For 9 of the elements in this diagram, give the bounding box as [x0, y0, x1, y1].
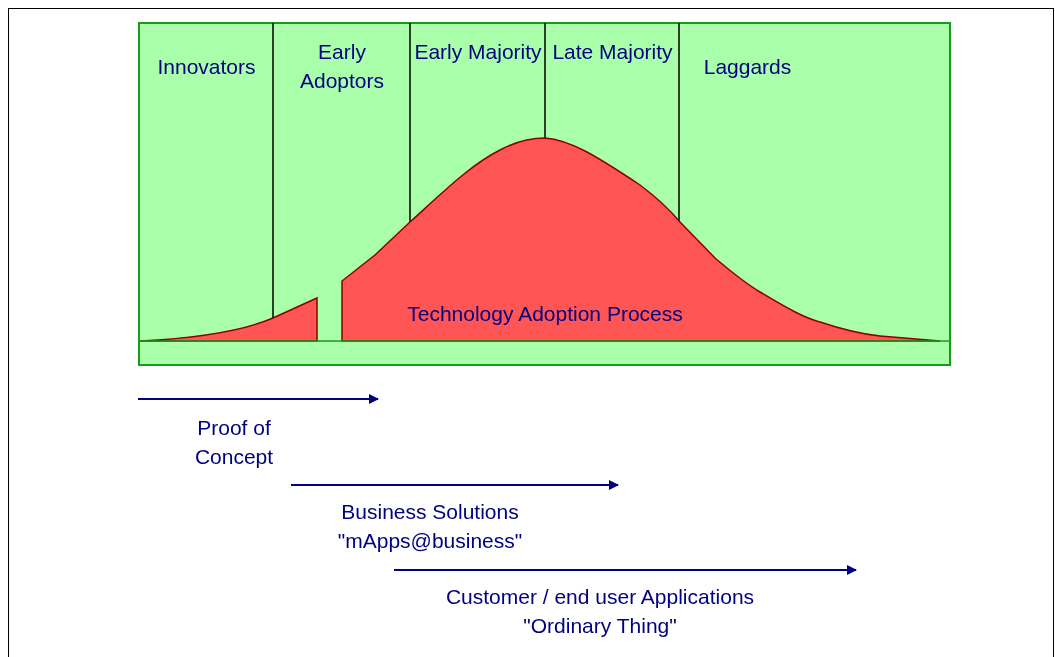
phase-label: Business Solutions "mApps@business": [336, 499, 524, 554]
segment-label: Innovators: [156, 54, 257, 80]
phase-label: Customer / end user Applications "Ordinary Thing": [444, 584, 756, 639]
segment-label: Early Majority: [413, 39, 543, 65]
segment-label: Early Adoptors: [298, 39, 386, 94]
segment-label: Laggards: [702, 54, 793, 80]
band-label: Technology Adoption Process: [406, 301, 684, 327]
phase-label: Proof of Concept: [193, 415, 275, 470]
segment-label: Late Majority: [551, 39, 674, 65]
